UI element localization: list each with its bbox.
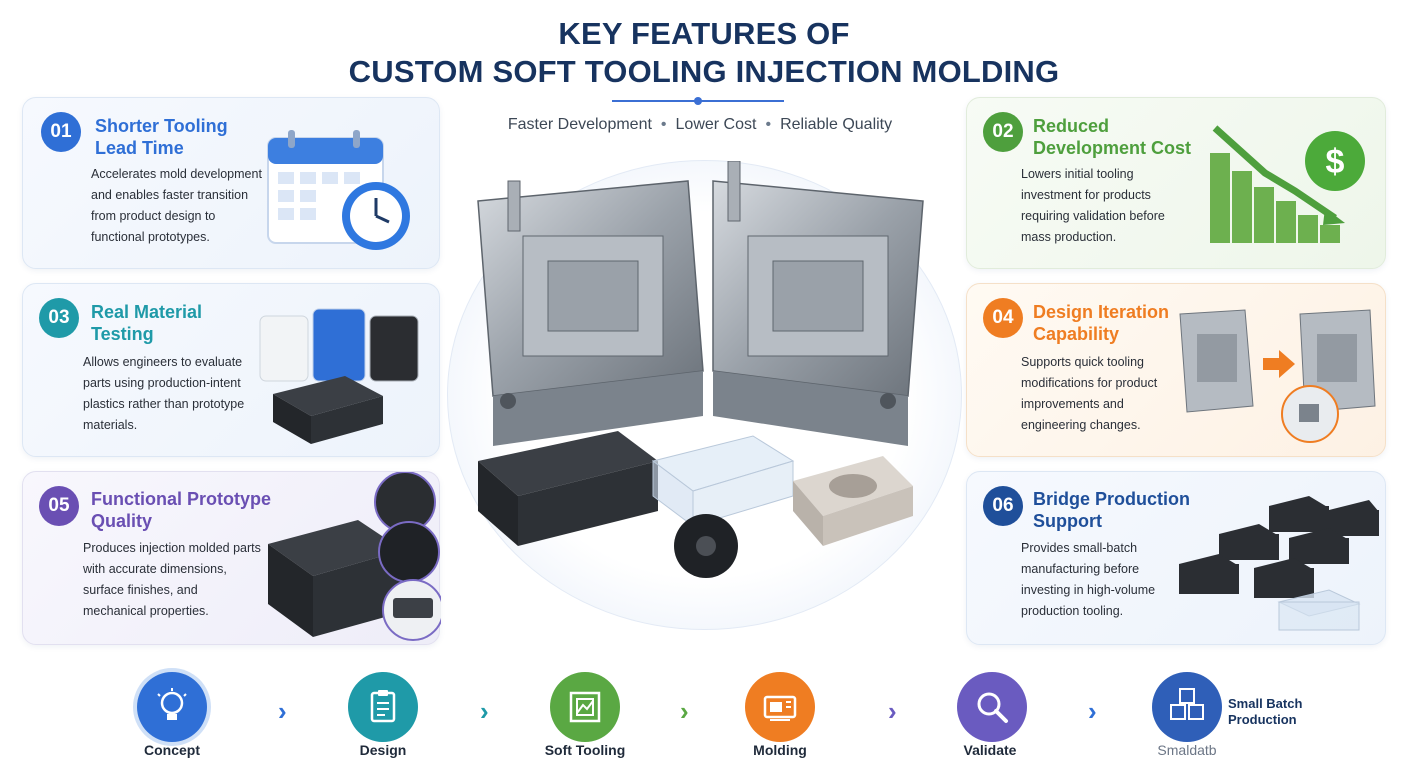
feature-number: 05 — [39, 486, 79, 526]
center-illustration — [447, 160, 962, 630]
chevron-right-icon: › — [1088, 696, 1097, 726]
process-step-label: Validate — [963, 742, 1017, 758]
svg-text:$: $ — [1326, 143, 1345, 181]
subtitle: Faster Development•Lower Cost•Reliable Q… — [507, 116, 893, 133]
subtitle-item: Reliable Quality — [780, 116, 893, 133]
feature-number: 03 — [39, 298, 79, 338]
process-step-label: Soft Tooling — [544, 742, 626, 758]
caliper-part-icon — [268, 472, 441, 641]
feature-description: Supports quick tooling modifications for… — [1021, 355, 1158, 432]
feature-number: 04 — [983, 298, 1023, 338]
feature-description: Accelerates mold development and enables… — [91, 167, 262, 244]
feature-card-06: 06 Bridge Production Support Provides sm… — [966, 471, 1386, 645]
feature-title: Design Iteration Capability — [1033, 302, 1170, 344]
feature-title: Reduced Development Cost — [1033, 116, 1192, 158]
process-step-label: Smaldatb — [1157, 742, 1217, 758]
mold-halves-icon — [477, 160, 924, 578]
feature-card-05: 05 Functional Prototype Quality Produces… — [22, 471, 441, 645]
title-line-1: KEY FEATURES OF — [558, 16, 850, 51]
process-step-label: Concept — [144, 742, 200, 758]
feature-description: Lowers initial tooling investment for pr… — [1021, 167, 1165, 244]
mold-icon — [569, 691, 601, 723]
chevron-right-icon: › — [278, 696, 287, 726]
title-divider — [612, 97, 784, 105]
feature-title: Bridge Production Support — [1033, 489, 1190, 531]
process-step-small-batch — [1152, 672, 1222, 742]
cost-down-chart-icon: $ — [1210, 125, 1365, 243]
machine-icon — [763, 695, 797, 721]
process-step-label: Molding — [753, 742, 807, 758]
magnifier-icon — [977, 692, 1008, 723]
clipboard-icon — [370, 690, 396, 723]
mold-iteration-icon — [1179, 309, 1376, 443]
page-title: KEY FEATURES OF CUSTOM SOFT TOOLING INJE… — [0, 14, 1408, 90]
cubes-icon — [1170, 688, 1204, 720]
subtitle-item: Faster Development — [507, 116, 652, 133]
feature-title: Functional Prototype Quality — [91, 489, 271, 531]
process-step-soft-tooling — [550, 672, 620, 742]
feature-description: Allows engineers to evaluate parts using… — [83, 355, 245, 432]
chevron-right-icon: › — [680, 696, 689, 726]
process-step-label: Design — [359, 742, 407, 758]
feature-title: Shorter Tooling Lead Time — [95, 116, 228, 158]
lightbulb-icon — [157, 688, 187, 720]
process-step-concept — [137, 672, 207, 742]
feature-card-03: 03 Real Material Testing Allows engineer… — [22, 283, 440, 457]
process-step-validate — [957, 672, 1027, 742]
title-line-2: CUSTOM SOFT TOOLING INJECTION MOLDING — [348, 54, 1060, 89]
feature-number: 02 — [983, 112, 1023, 152]
feature-number: 06 — [983, 486, 1023, 526]
feature-card-04: 04 Design Iteration Capability Supports … — [966, 283, 1386, 457]
small-batch-caption: Small Batch Production — [1228, 696, 1303, 727]
feature-number: 01 — [41, 112, 81, 152]
process-step-design — [348, 672, 418, 742]
feature-description: Produces injection molded parts with acc… — [83, 541, 261, 618]
pellet-jars-icon — [259, 308, 419, 444]
feature-title: Real Material Testing — [91, 302, 203, 344]
subtitle-item: Lower Cost — [675, 116, 757, 133]
batch-parts-icon — [1179, 496, 1379, 631]
chevron-right-icon: › — [480, 696, 489, 726]
feature-card-01: 01 Shorter Tooling Lead Time Accelerates… — [22, 97, 440, 269]
chevron-right-icon: › — [888, 696, 897, 726]
calendar-clock-icon — [267, 130, 410, 250]
process-step-molding — [745, 672, 815, 742]
feature-description: Provides small-batch manufacturing befor… — [1021, 541, 1156, 618]
feature-card-02: 02 Reduced Development Cost Lowers initi… — [966, 97, 1386, 269]
